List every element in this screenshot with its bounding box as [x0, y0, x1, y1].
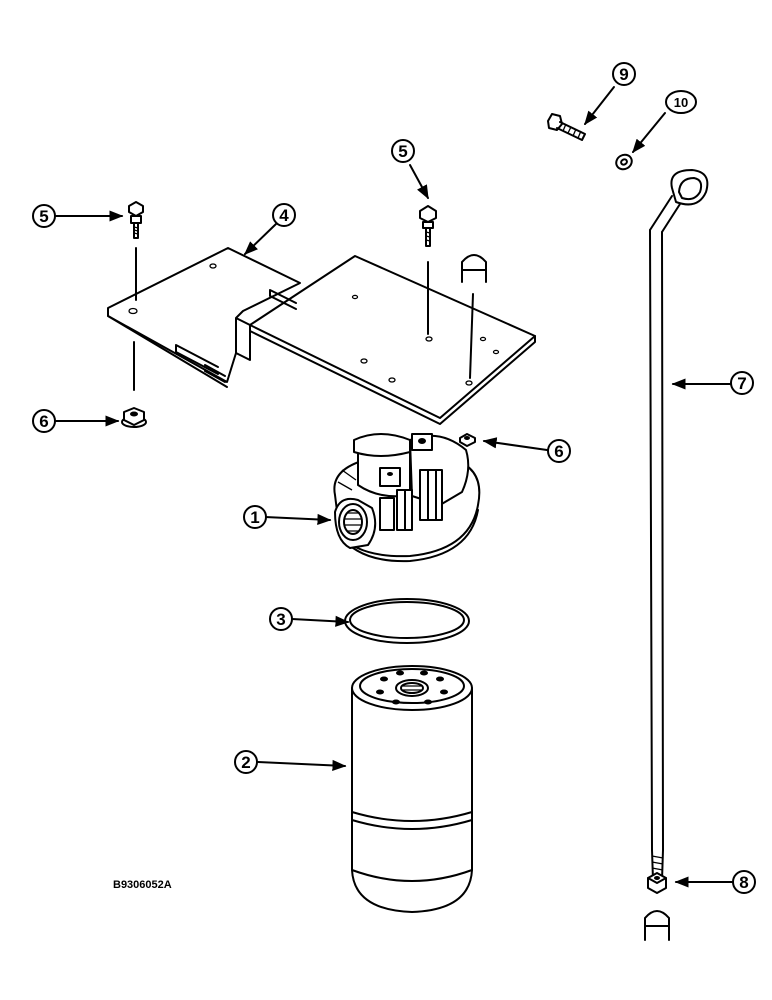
callout-4-label: 4: [279, 206, 289, 225]
bolt-small: [547, 113, 586, 141]
bolt-right: [419, 205, 437, 335]
filter-element: [351, 665, 473, 913]
callout-2: 2: [234, 750, 258, 774]
callout-9: 9: [612, 62, 636, 86]
callout-1-label: 1: [250, 508, 259, 527]
stud-cap-upper: [461, 254, 487, 379]
callout-6-left-label: 6: [39, 412, 48, 431]
leader-lines: [55, 86, 733, 888]
callout-3: 3: [269, 607, 293, 631]
callout-1: 1: [243, 505, 267, 529]
callout-7: 7: [730, 371, 754, 395]
callout-10-label: 10: [674, 95, 688, 110]
filter-head: [333, 433, 481, 563]
washer: [615, 153, 633, 171]
callout-9-label: 9: [619, 65, 628, 84]
callout-5-left: 5: [32, 204, 56, 228]
nut-bottom: [647, 872, 667, 894]
nut-right: [459, 433, 476, 447]
callout-7-label: 7: [737, 374, 746, 393]
callout-8-label: 8: [739, 873, 748, 892]
callout-5-right: 5: [391, 139, 415, 163]
callout-10: 10: [665, 90, 697, 114]
callout-4: 4: [272, 203, 296, 227]
callout-8: 8: [732, 870, 756, 894]
seal-ring: [344, 598, 470, 644]
mounting-bracket: [107, 247, 536, 425]
stud-cap-lower: [644, 910, 670, 941]
bolt-left: [128, 201, 144, 301]
dipstick-rod: [649, 169, 709, 881]
callout-6-left: 6: [32, 409, 56, 433]
callout-2-label: 2: [241, 753, 250, 772]
callout-5-right-label: 5: [398, 142, 407, 161]
flange-nut-left: [121, 341, 147, 428]
callout-5-left-label: 5: [39, 207, 48, 226]
callout-3-label: 3: [276, 610, 285, 629]
callout-6-right: 6: [547, 439, 571, 463]
callout-6-right-label: 6: [554, 442, 563, 461]
drawing-code: B9306052A: [113, 879, 172, 891]
